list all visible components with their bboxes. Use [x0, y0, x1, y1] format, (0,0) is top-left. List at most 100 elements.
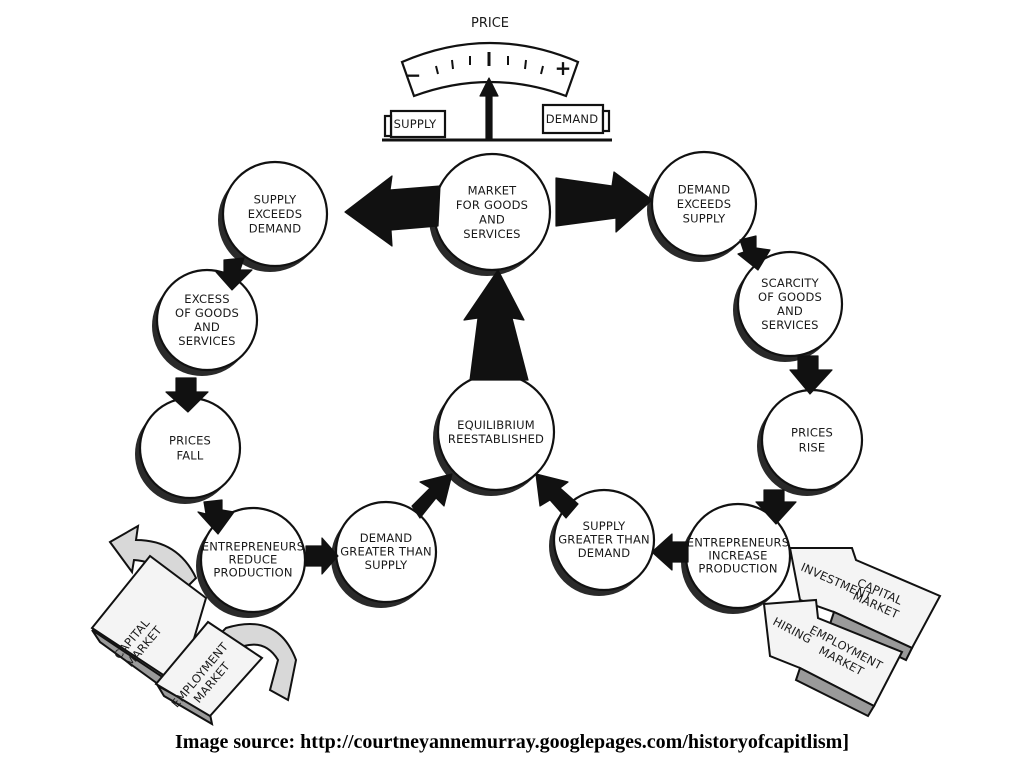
image-source-caption: Image source: http://courtneyannemurray.… — [175, 731, 849, 753]
node-label-line: SUPPLY — [365, 558, 408, 572]
node-label-line: EXCEEDS — [677, 197, 731, 211]
arrow-increase-to-supply-icon — [651, 533, 689, 571]
node-label-line: ENTREPRENEURS — [687, 536, 790, 550]
node-label-line: RISE — [799, 441, 826, 455]
price-gauge: PRICE − + SUPPLY DEMAND — [382, 16, 612, 142]
node-label-line: INCREASE — [708, 549, 767, 563]
gauge-dial — [400, 41, 580, 98]
node-label-line: PRICES — [169, 434, 211, 448]
node-circle — [736, 250, 844, 358]
node-label-line: AND — [777, 304, 803, 318]
node-circle — [650, 150, 758, 258]
demand-weight-label: DEMAND — [546, 112, 599, 126]
node-label-line: FALL — [176, 449, 203, 463]
node-label-line: PRICES — [791, 426, 833, 440]
arrow-reduce-to-demand-icon — [305, 537, 339, 575]
right-markets: INVESTMENT CAPITAL MARKET HIRING EMPLOYM… — [762, 547, 942, 718]
node-label-line: SUPPLY — [583, 519, 626, 533]
arrow-demand-to-equilibrium-icon — [411, 473, 453, 519]
node-label-line: AND — [479, 212, 505, 226]
node-label-line: DEMAND — [360, 531, 413, 545]
left-capital-market-block — [90, 554, 208, 688]
node-label-line: MARKET — [468, 183, 518, 197]
node-circle — [221, 160, 329, 268]
node-label-line: GREATER THAN — [558, 533, 650, 547]
arrow-supply-to-excess-icon — [215, 257, 253, 291]
arrow-to-demand-exceeds-icon — [555, 171, 653, 233]
node-label-line: EXCESS — [184, 292, 229, 306]
node-label-line: ENTREPRENEURS — [202, 540, 305, 554]
arrow-up-to-market-icon — [463, 269, 529, 381]
minus-icon: − — [405, 63, 422, 87]
node-label-line: OF GOODS — [175, 306, 239, 320]
node-label-line: EXCEEDS — [248, 207, 302, 221]
node-label-line: PRODUCTION — [213, 566, 292, 580]
node-label-line: SCARCITY — [761, 276, 819, 290]
node-label-line: SUPPLY — [683, 212, 726, 226]
node-circle — [552, 488, 656, 592]
node-label-line: GREATER THAN — [340, 545, 432, 559]
node-label-line: DEMAND — [578, 546, 631, 560]
node-label-line: REDUCE — [228, 553, 277, 567]
node-label-line: SERVICES — [761, 318, 818, 332]
node-label-line: EQUILIBRIUM — [457, 418, 535, 432]
arrow-demand-to-scarcity-icon — [737, 235, 771, 271]
arrow-fall-to-reduce-icon — [197, 499, 235, 535]
node-circle — [155, 268, 259, 372]
node-label-line: DEMAND — [678, 183, 731, 197]
gauge-title: PRICE — [471, 16, 509, 31]
arrow-scarcity-to-rise-icon — [789, 355, 833, 395]
node-label-line: SUPPLY — [254, 193, 297, 207]
arrow-to-supply-exceeds-icon — [344, 175, 441, 247]
node-label-line: AND — [194, 320, 220, 334]
node-label-line: SERVICES — [178, 334, 235, 348]
node-label-line: DEMAND — [249, 222, 302, 236]
demand-weight: DEMAND — [541, 103, 611, 135]
node-label-line: PRODUCTION — [698, 562, 777, 576]
node-label-line: SERVICES — [463, 227, 520, 241]
arrow-excess-to-fall-icon — [165, 377, 209, 413]
left-markets: CAPITAL MARKET EMPLOYMENT MARKET — [90, 524, 298, 726]
arrow-rise-to-increase-icon — [755, 489, 797, 525]
right-employment-block — [762, 598, 904, 708]
node-label-line: OF GOODS — [758, 290, 822, 304]
flow-arrows — [165, 171, 833, 575]
node-label-line: REESTABLISHED — [448, 432, 544, 446]
needle-arrow-icon — [479, 77, 499, 141]
gauge-ticks — [435, 52, 544, 75]
node-circle — [199, 506, 307, 614]
arrow-supply-to-equilibrium-icon — [535, 473, 579, 519]
node-circle — [334, 500, 438, 604]
supply-weight: SUPPLY — [383, 109, 447, 139]
node-label-line: FOR GOODS — [456, 198, 528, 212]
left-employment-market-block — [154, 620, 264, 718]
plus-icon: + — [555, 56, 572, 80]
supply-weight-label: SUPPLY — [394, 117, 437, 131]
